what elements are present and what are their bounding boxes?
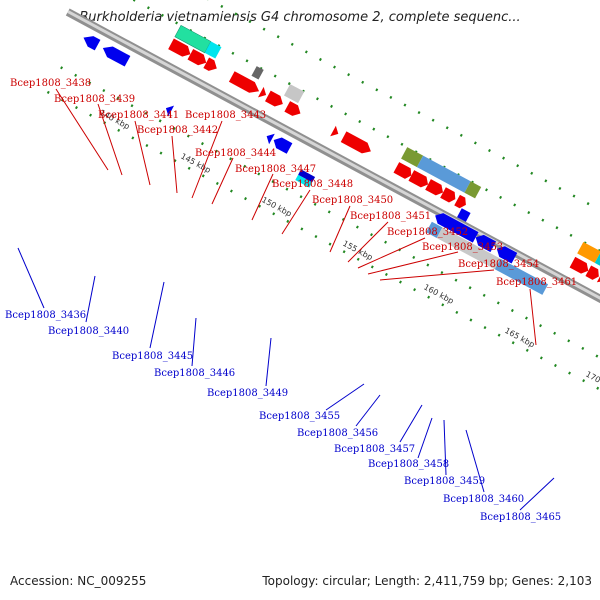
forward-feature[interactable] xyxy=(464,181,482,199)
gene-label-3456[interactable]: Bcep1808_3456 xyxy=(297,428,378,439)
map-title: Burkholderia vietnamiensis G4 chromosome… xyxy=(79,10,521,25)
forward-gene[interactable] xyxy=(284,101,303,119)
reverse-gene[interactable] xyxy=(473,232,497,253)
forward-gene[interactable] xyxy=(596,271,600,286)
forward-feature[interactable] xyxy=(251,66,264,80)
forward-feature[interactable] xyxy=(416,155,471,193)
gene-label-3442[interactable]: Bcep1808_3442 xyxy=(137,125,218,136)
gene-label-3447[interactable]: Bcep1808_3447 xyxy=(235,164,316,175)
reverse-feature[interactable] xyxy=(494,258,549,295)
reverse-feature[interactable] xyxy=(426,221,443,238)
reverse-gene[interactable] xyxy=(163,103,175,117)
forward-feature[interactable] xyxy=(401,147,424,168)
forward-gene[interactable] xyxy=(569,256,592,276)
forward-gene[interactable] xyxy=(330,125,341,139)
forward-gene[interactable] xyxy=(585,265,600,281)
reverse-feature[interactable] xyxy=(295,174,313,188)
forward-gene[interactable] xyxy=(203,57,219,73)
gene-label-3448[interactable]: Bcep1808_3448 xyxy=(272,179,353,190)
forward-gene[interactable] xyxy=(440,187,458,204)
forward-gene[interactable] xyxy=(454,194,468,210)
reverse-gene[interactable] xyxy=(100,43,131,67)
gene-label-3449[interactable]: Bcep1808_3449 xyxy=(207,388,288,399)
gene-label-3452[interactable]: Bcep1808_3452 xyxy=(387,227,468,238)
gene-label-3450[interactable]: Bcep1808_3450 xyxy=(312,195,393,206)
reverse-gene[interactable] xyxy=(432,210,479,243)
tick-label-150: 150 kbp xyxy=(260,195,293,218)
gene-label-3457[interactable]: Bcep1808_3457 xyxy=(334,444,415,455)
tick-label-160: 160 kbp xyxy=(422,282,455,305)
forward-gene[interactable] xyxy=(425,179,446,198)
forward-feature[interactable] xyxy=(594,251,600,269)
gene-label-3444[interactable]: Bcep1808_3444 xyxy=(195,148,276,159)
reverse-gene[interactable] xyxy=(457,208,471,222)
reverse-gene[interactable] xyxy=(264,131,275,145)
forward-feature[interactable] xyxy=(577,241,600,263)
gene-label-3453[interactable]: Bcep1808_3453 xyxy=(422,242,503,253)
tick-label-165: 165 kbp xyxy=(503,326,536,349)
gene-label-3445[interactable]: Bcep1808_3445 xyxy=(112,351,193,362)
gene-label-3440[interactable]: Bcep1808_3440 xyxy=(48,326,129,337)
forward-gene[interactable] xyxy=(228,71,262,96)
forward-feature[interactable] xyxy=(204,41,222,59)
forward-gene[interactable] xyxy=(340,131,374,156)
reverse-gene[interactable] xyxy=(298,169,316,183)
forward-gene[interactable] xyxy=(393,162,415,181)
gene-label-3441[interactable]: Bcep1808_3441 xyxy=(98,110,179,121)
gene-label-3439[interactable]: Bcep1808_3439 xyxy=(54,94,135,105)
gene-label-3438[interactable]: Bcep1808_3438 xyxy=(10,78,91,89)
gene-label-3451[interactable]: Bcep1808_3451 xyxy=(350,211,431,222)
reverse-feature[interactable] xyxy=(436,227,501,270)
forward-gene[interactable] xyxy=(168,38,193,60)
reverse-gene[interactable] xyxy=(494,243,518,264)
top-leader-lines xyxy=(55,88,537,346)
bottom-leader-lines xyxy=(17,247,555,511)
forward-gene[interactable] xyxy=(408,170,430,190)
gene-label-3460[interactable]: Bcep1808_3460 xyxy=(443,494,524,505)
gene-label-3459[interactable]: Bcep1808_3459 xyxy=(404,476,485,487)
gene-label-3446[interactable]: Bcep1808_3446 xyxy=(154,368,235,379)
forward-gene[interactable] xyxy=(257,86,269,100)
gene-label-3454[interactable]: Bcep1808_3454 xyxy=(458,259,539,270)
forward-gene[interactable] xyxy=(187,48,210,68)
gene-label-3458[interactable]: Bcep1808_3458 xyxy=(368,459,449,470)
genome-stats-text: Topology: circular; Length: 2,411,759 bp… xyxy=(262,574,592,588)
reverse-gene[interactable] xyxy=(81,32,101,51)
accession-text: Accession: NC_009255 xyxy=(10,574,147,588)
reverse-gene[interactable] xyxy=(271,135,293,154)
gene-label-3436[interactable]: Bcep1808_3436 xyxy=(5,310,86,321)
forward-gene[interactable] xyxy=(265,90,286,110)
gene-label-3455[interactable]: Bcep1808_3455 xyxy=(259,411,340,422)
forward-feature[interactable] xyxy=(283,84,305,104)
gene-label-3465[interactable]: Bcep1808_3465 xyxy=(480,512,561,523)
gene-label-3461[interactable]: Bcep1808_3461 xyxy=(496,277,577,288)
gene-label-3443[interactable]: Bcep1808_3443 xyxy=(185,110,266,121)
